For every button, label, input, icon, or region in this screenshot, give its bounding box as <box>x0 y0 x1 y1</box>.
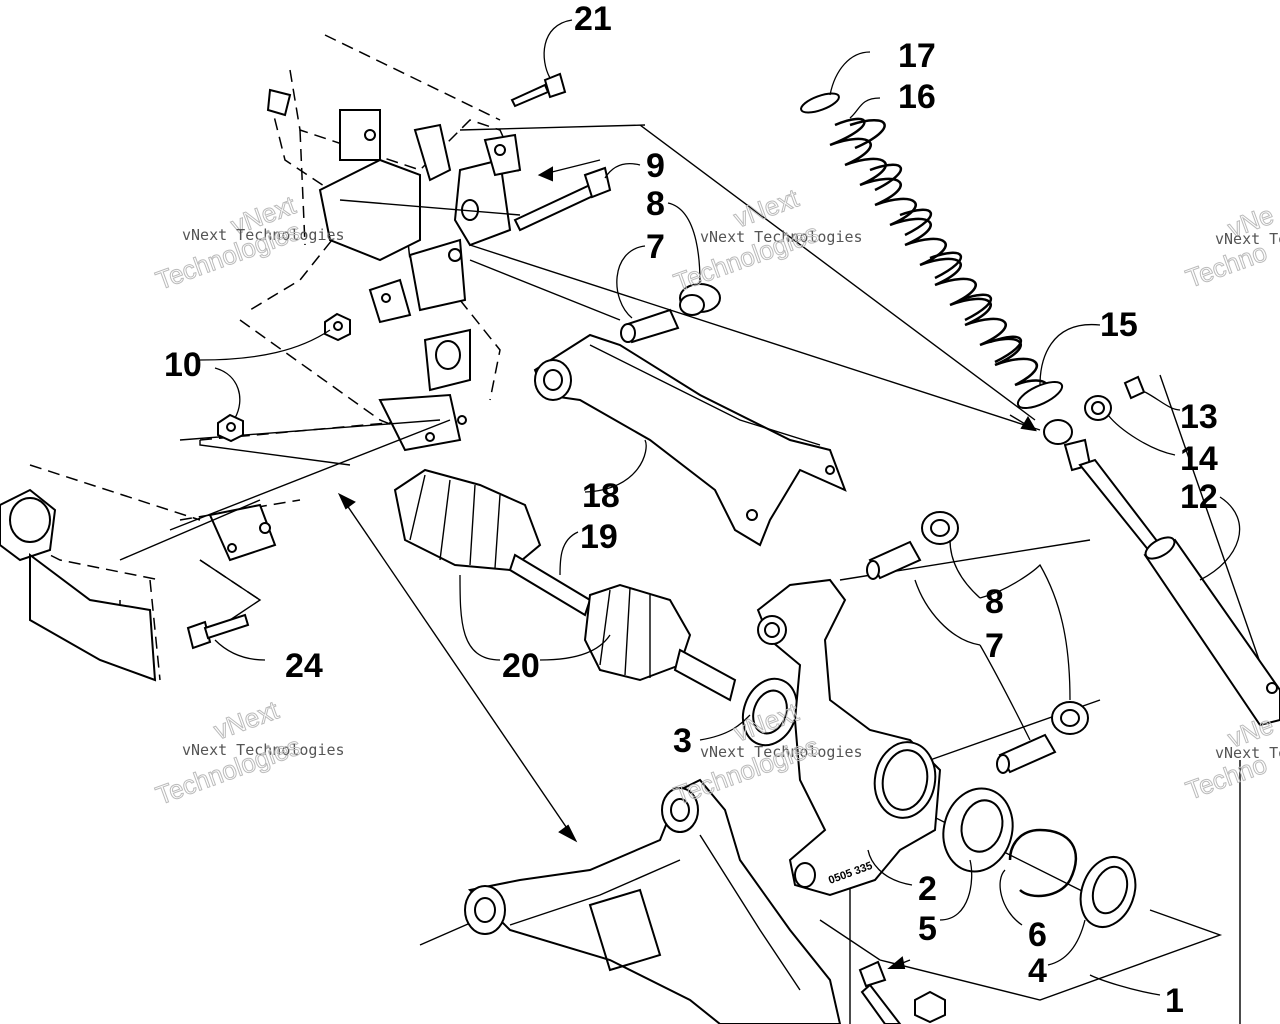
snap-ring-6 <box>1008 828 1078 898</box>
shock-absorber-12 <box>1043 419 1280 727</box>
callout-17: 17 <box>898 37 936 75</box>
bushing-8-knuckle-lower <box>1051 701 1089 735</box>
svg-text:vNext Technologies: vNext Technologies <box>182 226 345 244</box>
sleeve-13 <box>1123 375 1146 400</box>
bushing-8-knuckle-upper <box>921 511 959 545</box>
callout-13: 13 <box>1180 398 1218 436</box>
cv-axle-19 <box>393 468 737 702</box>
callout-14: 14 <box>1180 440 1218 478</box>
bolt-9 <box>513 166 612 232</box>
callout-16: 16 <box>898 78 936 116</box>
nut-10-upper <box>324 312 351 342</box>
callout-21: 21 <box>574 0 612 38</box>
callout-labels: 21 17 16 9 8 7 15 10 13 14 18 12 19 8 7 … <box>164 0 1218 1020</box>
svg-text:vNext Tech: vNext Tech <box>1215 230 1280 248</box>
leader-lines <box>199 19 1241 996</box>
nut-10-lower <box>217 413 244 443</box>
spring-16 <box>829 117 1049 407</box>
svg-text:vNext Tech: vNext Tech <box>1215 744 1280 762</box>
bearing-5 <box>942 787 1014 873</box>
callout-3: 3 <box>673 722 692 760</box>
spring-seat-15 <box>1016 380 1064 410</box>
callout-19: 19 <box>580 518 618 556</box>
callout-8b: 8 <box>985 583 1004 621</box>
frame-bracket-lower <box>0 488 277 682</box>
svg-text:vNext Technologies: vNext Technologies <box>700 228 863 246</box>
callout-10: 10 <box>164 346 202 384</box>
callout-24: 24 <box>285 647 323 685</box>
callout-1: 1 <box>1165 982 1184 1020</box>
bushing-7-upper <box>620 308 680 344</box>
bushing-14 <box>1084 395 1112 421</box>
knuckle-2 <box>756 578 942 897</box>
callout-18: 18 <box>582 477 620 515</box>
watermark-mid-right: vNe vNext Tech Techno <box>1181 709 1280 806</box>
lower-a-arm <box>464 778 842 1024</box>
seal-4 <box>1079 856 1137 928</box>
bushing-7-knuckle-lower <box>996 733 1057 774</box>
callout-12: 12 <box>1180 478 1218 516</box>
watermark-top-right: vNe vNext Tech Techno <box>1181 199 1280 294</box>
callout-20: 20 <box>502 647 540 685</box>
callout-8a: 8 <box>646 185 665 223</box>
upper-arm-18 <box>533 333 847 547</box>
direction-arrows <box>337 159 1037 969</box>
callout-15: 15 <box>1100 306 1138 344</box>
svg-text:vNext Technologies: vNext Technologies <box>700 743 863 761</box>
callout-9: 9 <box>646 147 665 185</box>
callout-7a: 7 <box>646 228 665 266</box>
frame-bracket-upper <box>266 88 522 452</box>
callout-2: 2 <box>918 870 937 908</box>
nut-lower <box>914 990 946 1024</box>
callout-4: 4 <box>1028 952 1047 990</box>
bolt-24 <box>186 613 250 650</box>
callout-7b: 7 <box>985 627 1004 665</box>
bushing-7-knuckle-upper <box>866 540 922 580</box>
clip-17 <box>800 92 840 114</box>
callout-5: 5 <box>918 910 937 948</box>
watermark-mid-left: vNext vNext Technologies Technologies <box>151 694 345 811</box>
watermark-top-left: vNext vNext Technologies Technologies <box>151 189 345 296</box>
bushing-8-upper <box>679 283 721 316</box>
callout-6: 6 <box>1028 916 1047 954</box>
svg-text:vNext Technologies: vNext Technologies <box>182 741 345 759</box>
bolt-21 <box>510 72 567 108</box>
bolt-lower <box>858 960 902 1024</box>
watermark-top-center: vNext vNext Technologies Technologies <box>669 182 863 298</box>
